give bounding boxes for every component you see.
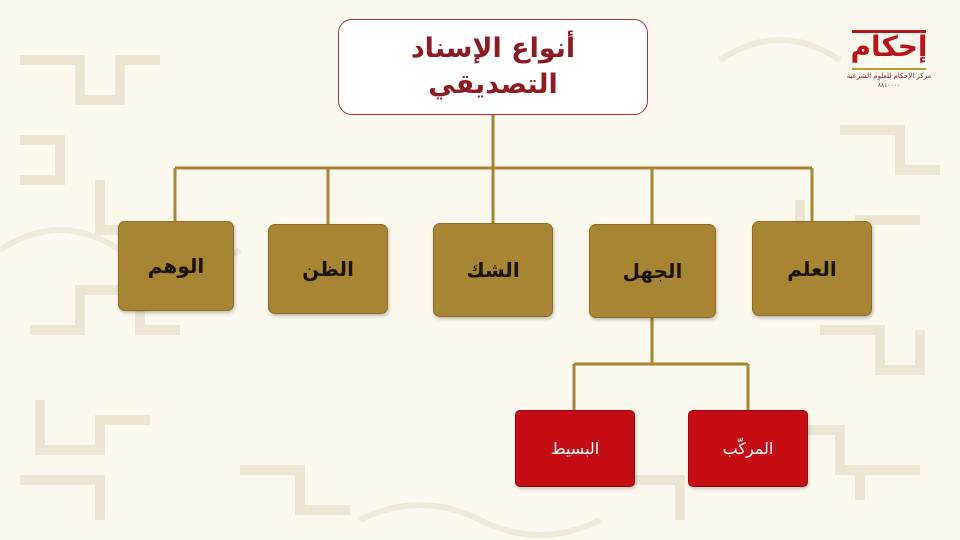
node-shakk: الشك — [433, 223, 553, 317]
diagram-title-box: أنواع الإسناد التصديقي — [338, 19, 648, 115]
node-jahl-basit: البسيط — [515, 410, 635, 487]
node-jahl: الجهل — [589, 224, 716, 318]
diagram-title-line1: أنواع الإسناد — [410, 33, 576, 64]
node-jahl-murakkab: المركّب — [688, 410, 808, 487]
ihkam-logo: إحكام مركز الإحكام للعلوم الشرعية ٨٨١٠٠٠… — [846, 26, 932, 94]
node-zann: الظن — [268, 224, 388, 314]
diagram-title-line2: التصديقي — [428, 69, 558, 100]
logo-top-bar — [852, 30, 926, 33]
logo-subtitle: مركز الإحكام للعلوم الشرعية — [846, 72, 932, 80]
logo-small-text: ٨٨١٠٠٠٠ — [877, 82, 901, 89]
node-ilm: العلم — [752, 221, 872, 316]
logo-underline — [852, 68, 926, 70]
logo-wordmark: إحكام — [850, 30, 928, 63]
node-wahm: الوهم — [118, 221, 234, 311]
